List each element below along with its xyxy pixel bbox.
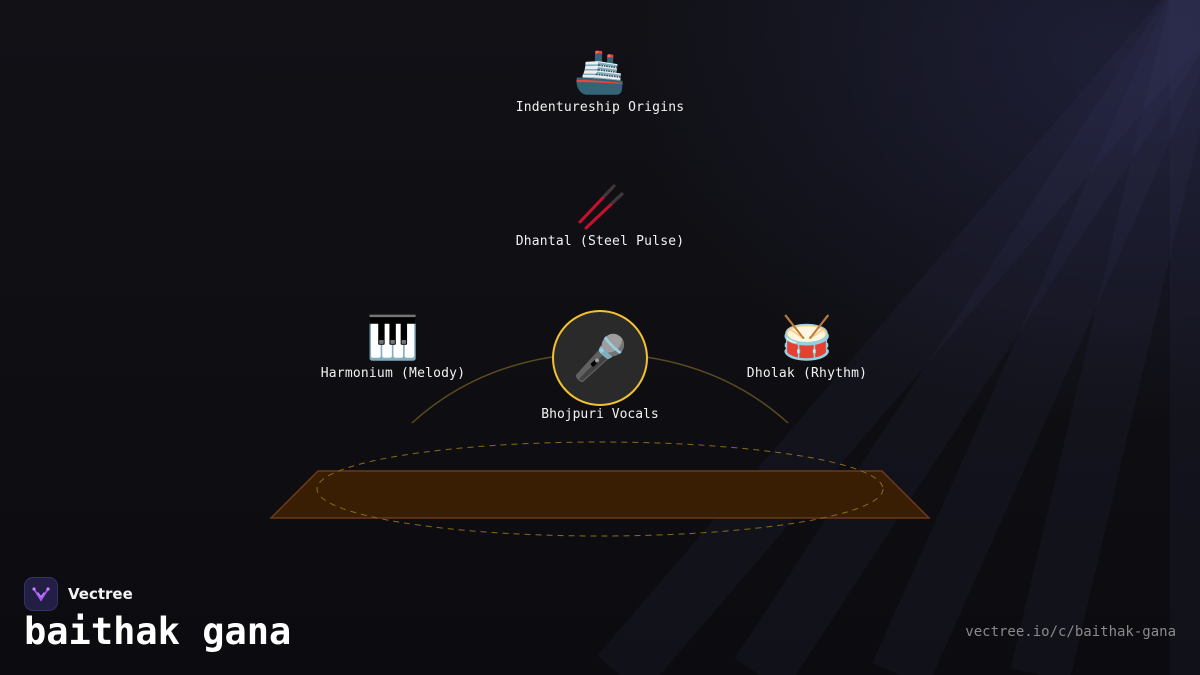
node-label: Dholak (Rhythm): [746, 366, 868, 381]
node-label: Harmonium (Melody): [320, 366, 466, 381]
connection-arc-right: [645, 356, 789, 424]
keyboard-icon: 🎹: [366, 313, 420, 362]
stage-circle-dashed: [316, 441, 884, 537]
stage-platform: [269, 470, 931, 519]
connection-arc-left: [411, 356, 553, 424]
node-indentureship-origins: 🚢 Indentureship Origins: [480, 47, 720, 116]
dhantal-rods-icon: [480, 182, 720, 230]
drum-icon: 🥁: [780, 313, 834, 362]
brand-name: Vectree: [68, 585, 133, 603]
page-title: baithak gana: [24, 610, 292, 653]
node-label: Dhantal (Steel Pulse): [515, 234, 685, 249]
node-label-vocals: Bhojpuri Vocals: [541, 407, 659, 422]
microphone-icon: 🎤: [572, 333, 628, 384]
node-dhantal: Dhantal (Steel Pulse): [480, 182, 720, 249]
node-bhojpuri-vocals: 🎤: [552, 310, 648, 406]
vectree-logo-icon: [24, 577, 58, 611]
ship-icon: 🚢: [573, 47, 627, 96]
brand: Vectree: [24, 577, 133, 611]
node-harmonium: 🎹 Harmonium (Melody): [273, 313, 513, 382]
page-url-link[interactable]: vectree.io/c/baithak-gana: [965, 624, 1176, 640]
node-label: Indentureship Origins: [515, 100, 685, 115]
node-dholak: 🥁 Dholak (Rhythm): [687, 313, 927, 382]
